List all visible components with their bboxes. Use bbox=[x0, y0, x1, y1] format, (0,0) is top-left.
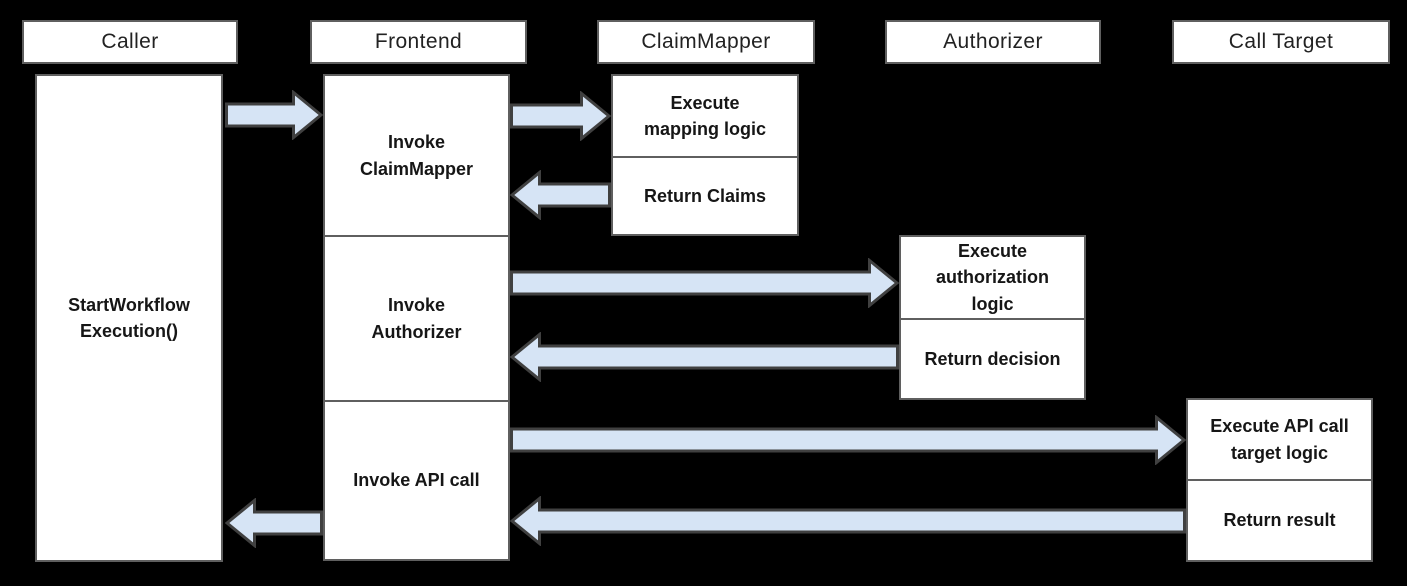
lifeline-header-caller: Caller bbox=[22, 20, 238, 64]
activation-box-caller: StartWorkflow Execution() bbox=[35, 74, 223, 562]
step-invoke-authorizer: Invoke Authorizer bbox=[325, 235, 508, 400]
step-execute-mapping-logic: Execute mapping logic bbox=[643, 92, 766, 139]
arrow-left-icon-claimmapper-to-frontend bbox=[510, 170, 611, 220]
arrow-right-icon-frontend-to-claimmapper bbox=[510, 91, 611, 141]
arrow-left-icon-authorizer-to-frontend bbox=[510, 332, 899, 382]
lifeline-header-frontend: Frontend bbox=[310, 20, 527, 64]
lifeline-header-authorizer: Authorizer bbox=[885, 20, 1101, 64]
arrow-left-icon-frontend-to-caller bbox=[225, 498, 323, 548]
step-invoke-api-call: Invoke API call bbox=[325, 400, 508, 559]
arrow-right-icon-frontend-to-authorizer bbox=[510, 258, 899, 308]
arrow-right-icon-frontend-to-call-target bbox=[510, 415, 1186, 465]
step-startworkflowexecution: StartWorkflow Execution() bbox=[68, 294, 190, 341]
step-execute-api-call-target-logic: Execute API call target logic bbox=[1210, 416, 1349, 463]
step-return-claims: Return Claims bbox=[613, 156, 797, 234]
activation-box-authorizer: Execute authorization logic Return decis… bbox=[899, 235, 1086, 400]
arrow-left-icon-call-target-to-frontend bbox=[510, 496, 1186, 546]
activation-box-call-target: Execute API call target logic Return res… bbox=[1186, 398, 1373, 562]
step-return-decision: Return decision bbox=[901, 318, 1084, 398]
step-return-result: Return result bbox=[1188, 479, 1371, 560]
arrow-right-icon-caller-to-frontend bbox=[225, 90, 323, 140]
step-invoke-claimmapper: Invoke ClaimMapper bbox=[359, 132, 474, 179]
lifeline-header-claimmapper: ClaimMapper bbox=[597, 20, 815, 64]
step-execute-authorization-logic: Execute authorization logic bbox=[936, 241, 1049, 314]
lifeline-header-call-target: Call Target bbox=[1172, 20, 1390, 64]
activation-box-frontend: Invoke ClaimMapper Invoke Authorizer Inv… bbox=[323, 74, 510, 561]
activation-box-claimmapper: Execute mapping logic Return Claims bbox=[611, 74, 799, 236]
